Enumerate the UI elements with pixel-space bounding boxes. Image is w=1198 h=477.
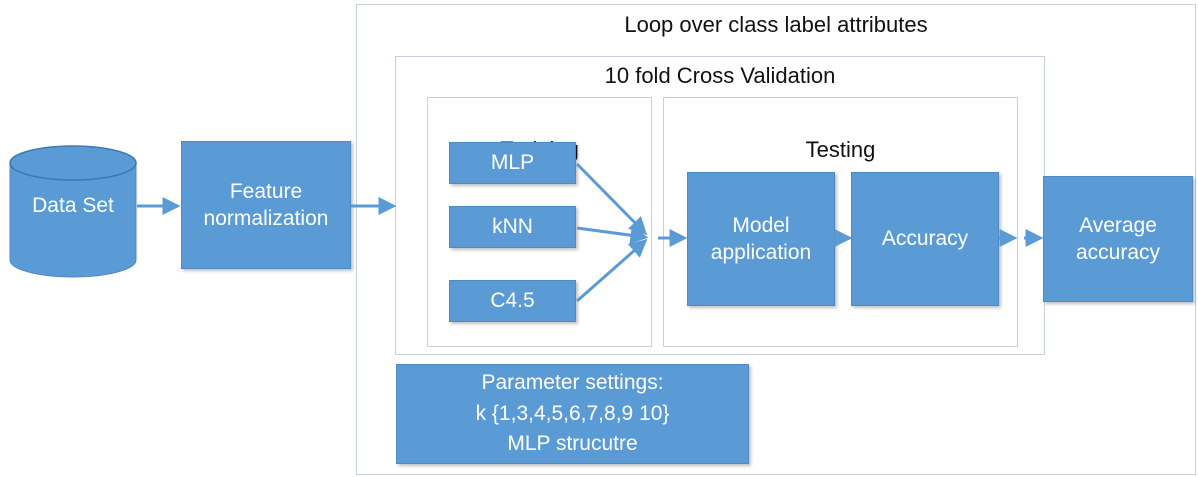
accuracy-box: Accuracy [851,172,999,306]
knn-box: kNN [449,206,576,248]
cross-validation-title: 10 fold Cross Validation [604,63,836,88]
outer-loop-title: Loop over class label attributes [624,12,928,37]
arrow-c45-to-merge [576,239,648,303]
average-accuracy-box: Average accuracy [1043,176,1193,302]
feature-normalization-box: Feature normalization [181,141,351,269]
parameter-settings-box: Parameter settings: k {1,3,4,5,6,7,8,9 1… [396,364,749,464]
c45-box: C4.5 [449,280,576,322]
dataset-label: Data Set [32,194,114,217]
arrow-mlp-to-merge [575,162,648,236]
testing-title: Testing [805,137,876,162]
arrow-knn-to-merge [576,226,649,245]
model-application-box: Model application [687,172,835,306]
mlp-box: MLP [449,142,576,184]
